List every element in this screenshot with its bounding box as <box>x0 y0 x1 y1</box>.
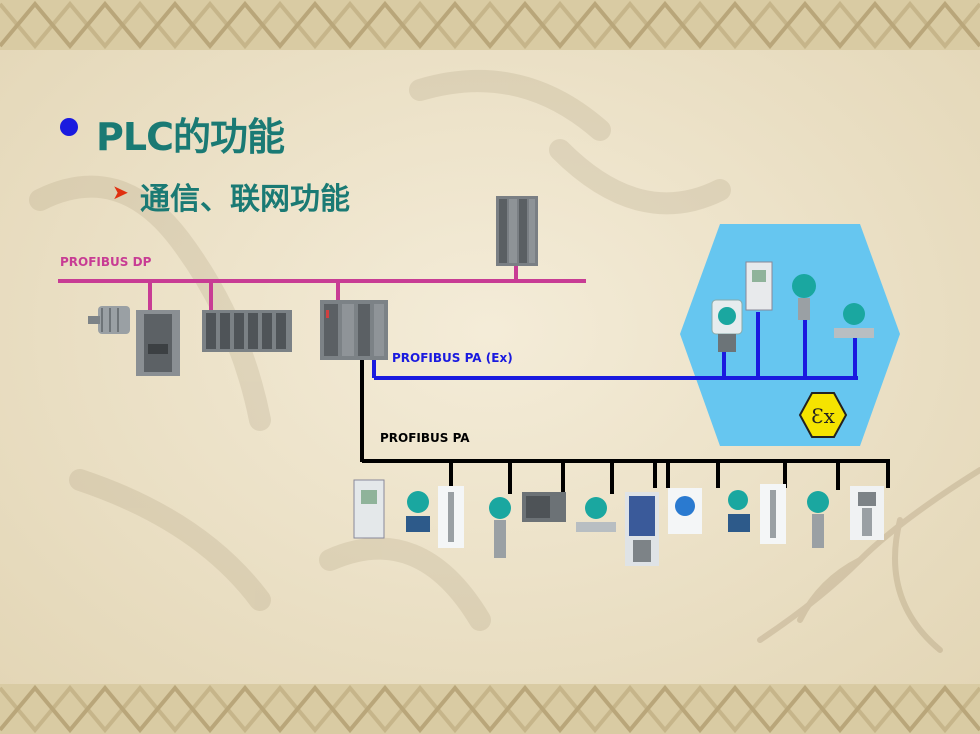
profibus-pa-bus <box>360 360 890 494</box>
ex-badge-text: Ɛx <box>811 404 835 428</box>
profibus-pa-ex-label: PROFIBUS PA (Ex) <box>392 351 513 365</box>
slide-subtitle: 通信、联网功能 <box>140 182 350 217</box>
pa-device-12 <box>850 486 884 540</box>
top-pattern-band <box>0 0 980 50</box>
pa-device-8 <box>668 488 702 534</box>
slide-title: PLC的功能 <box>96 115 285 159</box>
pa-device-4 <box>489 497 511 558</box>
motor-device <box>88 306 130 334</box>
bottom-pattern-band <box>0 684 980 734</box>
drive-device <box>136 310 180 376</box>
bullet-dot-icon <box>60 118 78 136</box>
pa-field-devices <box>353 479 884 566</box>
ex-zone-devices <box>711 261 874 352</box>
pa-device-10 <box>760 484 786 544</box>
profibus-pa-ex-bus <box>372 312 858 380</box>
plc-main-device <box>320 300 388 360</box>
profibus-pa-label: PROFIBUS PA <box>380 431 470 445</box>
io-module-device <box>202 310 292 352</box>
ex-zone-hexagon <box>680 224 900 446</box>
arrow-bullet-icon: ➤ <box>112 180 129 204</box>
pa-device-3 <box>438 486 464 548</box>
pa-device-11 <box>807 491 829 548</box>
pa-device-7 <box>625 492 659 566</box>
profibus-dp-bus <box>58 266 586 310</box>
ex-badge-icon: Ɛx <box>798 392 848 438</box>
pa-device-2 <box>406 491 430 532</box>
pa-device-1 <box>353 479 385 539</box>
pa-device-5 <box>522 492 566 522</box>
pa-device-6 <box>576 497 616 532</box>
profibus-dp-label: PROFIBUS DP <box>60 255 152 269</box>
plc-rack-top <box>496 196 538 266</box>
pa-device-9 <box>728 490 750 532</box>
